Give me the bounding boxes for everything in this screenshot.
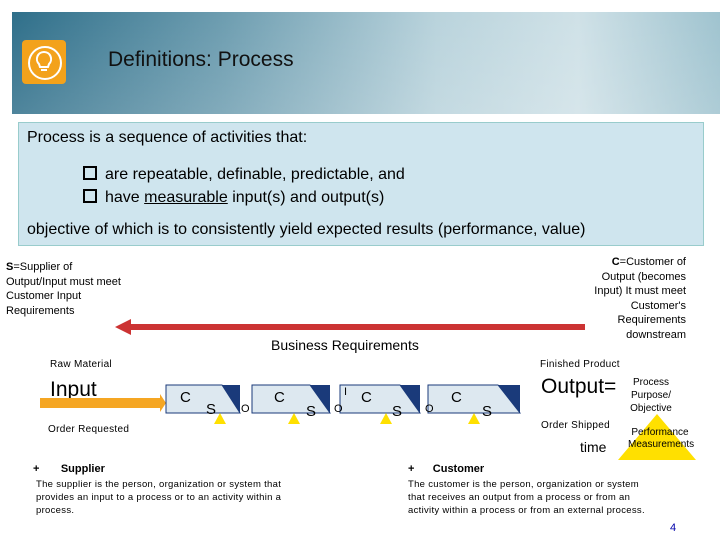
chain-o-1: O: [241, 403, 250, 415]
chain-i: I: [344, 386, 348, 398]
page-title: Definitions: Process: [108, 48, 294, 71]
definition-bullet-2: have measurable input(s) and output(s): [83, 188, 384, 207]
checkbox-bullet-icon: [83, 166, 97, 180]
customer-definition: The customer is the person, organization…: [408, 479, 645, 516]
performance-measurements-label: Performance Measurements: [628, 427, 695, 450]
business-requirements-arrow: [115, 319, 585, 335]
order-requested-label: Order Requested: [48, 424, 130, 435]
customer-note: C=Customer of Output (becomes Input) It …: [594, 256, 686, 341]
chain-s-2: S: [306, 403, 317, 420]
page-number: 4: [670, 522, 677, 534]
time-label: time: [580, 439, 607, 455]
definition-intro: Process is a sequence of activities that…: [27, 129, 308, 146]
supplier-heading: + Supplier: [33, 463, 105, 475]
chain-c-1: C: [180, 389, 191, 406]
chain-s-3: S: [392, 403, 403, 420]
lightbulb-icon: [22, 40, 66, 84]
business-requirements-label: Business Requirements: [271, 337, 419, 353]
chain-s-1: S: [206, 401, 217, 418]
order-shipped-label: Order Shipped: [541, 420, 610, 431]
process-purpose-objective-label: Process Purpose/ Objective: [630, 377, 672, 414]
supplier-note: S=Supplier of Output/Input must meet Cus…: [6, 261, 121, 317]
header-banner: [12, 12, 720, 114]
chain-c-2: C: [274, 389, 285, 406]
output-label: Output=: [541, 375, 617, 398]
customer-heading: + Customer: [408, 463, 485, 475]
definition-box: Process is a sequence of activities that…: [18, 122, 704, 246]
chain-o-3: O: [425, 403, 434, 415]
definition-conclusion: objective of which is to consistently yi…: [27, 221, 586, 238]
chain-s-4: S: [482, 403, 493, 420]
process-chain: [40, 384, 522, 424]
chain-c-4: C: [451, 389, 462, 406]
input-label: Input: [50, 378, 97, 401]
raw-material-label: Raw Material: [50, 359, 112, 370]
chain-o-2: O: [334, 403, 343, 415]
supplier-definition: The supplier is the person, organization…: [36, 479, 282, 516]
definition-bullet-1: are repeatable, definable, predictable, …: [83, 165, 405, 184]
checkbox-bullet-icon: [83, 189, 97, 203]
finished-product-label: Finished Product: [540, 359, 620, 370]
performance-triangle: [618, 414, 696, 460]
chain-c-3: C: [361, 389, 372, 406]
